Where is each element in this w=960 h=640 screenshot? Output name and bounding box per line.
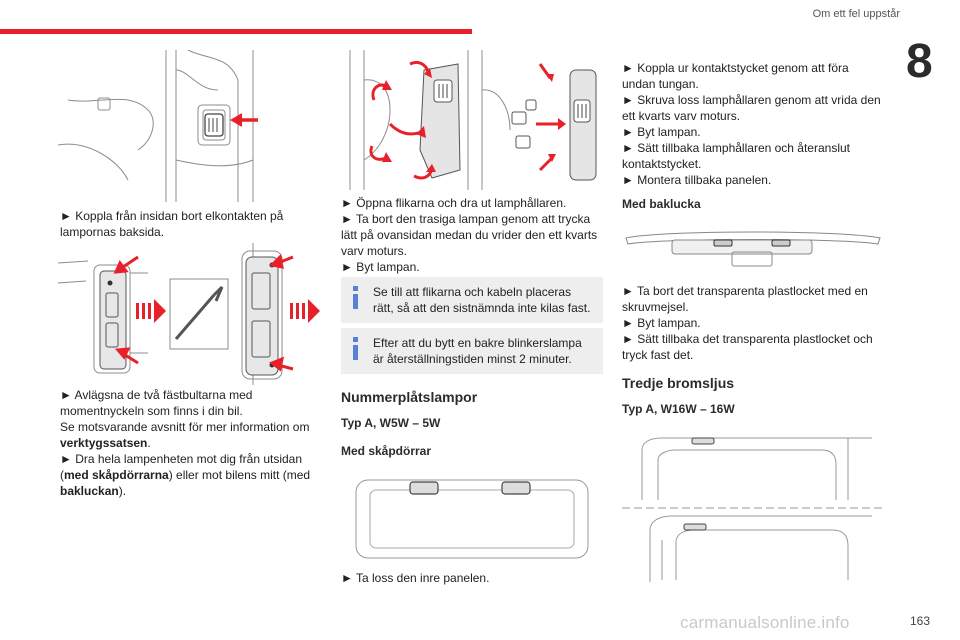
col3-steps: ► Koppla ur kontaktstycket genom att för…: [622, 61, 881, 187]
figure-third-brake-light: [622, 430, 884, 582]
header-accent-bar: [0, 29, 472, 34]
figure-tailgate-lamps: [622, 222, 884, 272]
figure-connector-disconnect: [58, 50, 320, 202]
type-label-w5w: Typ A, W5W – 5W: [341, 416, 441, 430]
running-head: Om ett fel uppstår: [812, 8, 900, 20]
figure-lamp-holder-tabs: [340, 50, 602, 190]
figure-lamp-unit-removal: [58, 243, 320, 385]
page-number: 163: [909, 614, 930, 628]
col2-steps: ► Öppna flikarna och dra ut lamphållaren…: [341, 196, 598, 274]
info-icon: [353, 337, 358, 360]
info-icon: [353, 286, 358, 309]
info-box-tabs: Se till att flikarna och kabeln placeras…: [341, 277, 603, 323]
sub-label-rear-doors: Med skåpdörrar: [341, 444, 432, 458]
watermark: carmanualsonline.info: [680, 613, 850, 632]
sub-label-tailgate: Med baklucka: [622, 197, 701, 211]
section-title-license-plate: Nummerplåtslampor: [341, 389, 478, 405]
chapter-number: 8: [906, 35, 933, 88]
col3-steps2: ► Ta bort det transparenta plastlocket m…: [622, 284, 873, 362]
info-box-blinker: Efter att du bytt en bakre blinkerslampa…: [341, 328, 603, 374]
section-title-third-brake-light: Tredje bromsljus: [622, 375, 735, 391]
col1-step2: ► Avlägsna de två fästbultarna med momen…: [60, 388, 311, 498]
figure-inner-panel: [352, 476, 592, 562]
type-label-w16w: Typ A, W16W – 16W: [622, 402, 735, 416]
col1-step1: ► Koppla från insidan bort elkontakten p…: [60, 209, 284, 239]
col2-step-last: ► Ta loss den inre panelen.: [341, 571, 490, 585]
